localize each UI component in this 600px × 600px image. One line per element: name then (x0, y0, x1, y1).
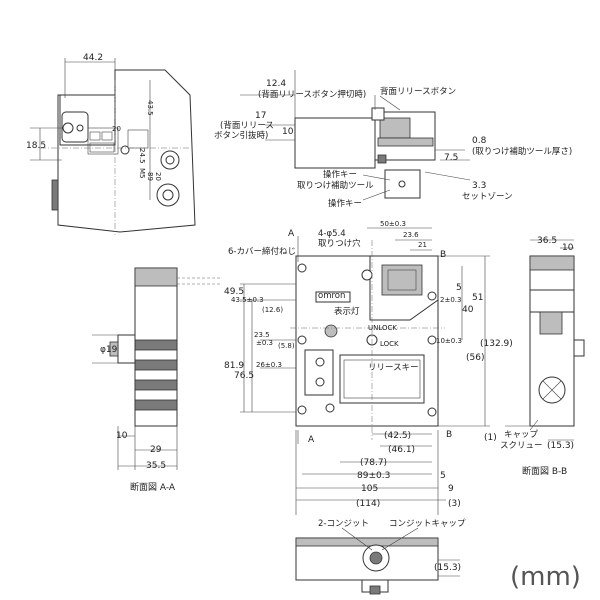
dim-18-5: 18.5 (26, 141, 46, 151)
dim-phi-19: φ19 (100, 345, 118, 355)
label-section-b-top: B (440, 250, 446, 260)
label-cap: キャップ (504, 430, 539, 440)
label-unlock: UNLOCK (368, 324, 397, 332)
dim-89-v: 89 (146, 172, 154, 181)
label-release-pressed: (背面リリースボタン押切時) (258, 89, 366, 100)
dim-43-5: 43.5±0.3 (231, 296, 264, 304)
label-indicator: 表示灯 (334, 306, 360, 317)
label-mounting-tool: 取りつけ補助ツール (297, 180, 374, 191)
label-lock: LOCK (380, 340, 399, 348)
dim-10-aa: 10 (116, 431, 128, 441)
dim-10-right: 10±0.3 (436, 337, 462, 345)
dim-9: 9 (448, 484, 454, 494)
dim-44-2: 44.2 (83, 53, 103, 63)
dim-42-5: (42.5) (384, 431, 411, 441)
dim-20b-v: 20 (154, 172, 162, 181)
label-operation-key: 操作キー (323, 169, 357, 180)
label-operation-key-2: 操作キー (328, 198, 362, 209)
dim-89: 89±0.3 (357, 471, 390, 481)
dim-10-bb: 10 (562, 243, 574, 253)
dim-15-3-bb: (15.3) (547, 441, 574, 451)
dim-26: 26±0.3 (256, 361, 282, 369)
dim-17: 17 (255, 111, 266, 121)
dim-105: 105 (361, 484, 378, 494)
dim-3-3: 3.3 (472, 181, 486, 191)
dim-29: 29 (150, 445, 162, 455)
label-release-key: リリースキー (368, 363, 419, 373)
label-tool-thickness: (取りつけ補助ツール厚さ) (472, 146, 572, 157)
dim-78-7: (78.7) (360, 458, 387, 468)
dim-43-5-v: 43.5 (146, 100, 154, 116)
caption-section-bb: 断面図 B-B (522, 465, 567, 477)
label-cover-screws: 6-カバー締付ねじ (228, 246, 296, 257)
label-section-a-top: A (288, 229, 295, 239)
back-view (30, 58, 196, 235)
front-view (240, 227, 490, 515)
dim-m5-v: M5 (138, 168, 146, 179)
dim-0-8: 0.8 (472, 136, 487, 146)
dim-81-9: 81.9 (224, 361, 244, 371)
dim-20-v: 20 (112, 125, 121, 133)
bottom-view (295, 527, 460, 595)
label-rear-release-button: 背面リリースボタン (380, 86, 456, 97)
label-omron: omron (318, 291, 345, 301)
label-screw: スクリュー (500, 441, 543, 451)
side-view (240, 70, 471, 201)
dim-23-6: 23.6 (403, 231, 419, 239)
dim-132-9: (132.9) (480, 339, 513, 349)
dim-40: 40 (462, 305, 474, 315)
label-conduits: 2-コンジット (318, 519, 369, 529)
dim-46-1: (46.1) (388, 445, 415, 455)
dim-21: 21 (418, 241, 427, 249)
dim-5-bottom: 5 (440, 471, 446, 481)
dim-10: 10 (282, 127, 294, 137)
dim-51: 51 (472, 293, 483, 303)
label-conduit-cap: コンジットキャップ (389, 519, 466, 529)
label-release-pulled-1: (背面リリース (220, 120, 274, 131)
dim-56: (56) (466, 353, 484, 363)
dim-49-5: 49.5 (224, 287, 244, 297)
dim-pm03: ±0.3 (256, 339, 273, 347)
label-release-pulled-2: ボタン引抜時) (214, 130, 268, 141)
dim-1: (1) (484, 433, 497, 443)
label-mounting-holes-2: 取りつけ穴 (318, 238, 361, 249)
dim-50: 50±0.3 (380, 220, 406, 228)
dim-5-right: 5 (456, 283, 462, 293)
dim-114: (114) (356, 499, 380, 509)
dim-5-8: (5.8) (278, 342, 295, 350)
unit-label: (mm) (510, 562, 581, 592)
section-aa-view (92, 267, 220, 470)
dim-36-5: 36.5 (537, 236, 557, 246)
dim-76-5: 76.5 (234, 371, 254, 381)
label-section-a-bottom: A (308, 435, 315, 445)
dim-35-5: 35.5 (146, 461, 166, 471)
dim-12-4: 12.4 (266, 79, 286, 89)
caption-section-aa: 断面図 A-A (130, 481, 176, 493)
dim-15-3-bottom: (15.3) (434, 563, 461, 573)
dim-12-6: (12.6) (262, 306, 283, 314)
section-bb-view (505, 239, 585, 441)
dim-24-5-v: 24.5 (138, 148, 146, 164)
label-set-zone: セットゾーン (462, 192, 513, 202)
dim-2: 2±0.3 (440, 296, 461, 304)
label-section-b-bottom: B (446, 430, 452, 440)
label-mounting-holes: 4-φ5.4 (318, 229, 346, 239)
dim-23-5: 23.5 (254, 331, 270, 339)
dim-7-5: 7.5 (444, 153, 458, 163)
dim-3: (3) (448, 499, 461, 509)
